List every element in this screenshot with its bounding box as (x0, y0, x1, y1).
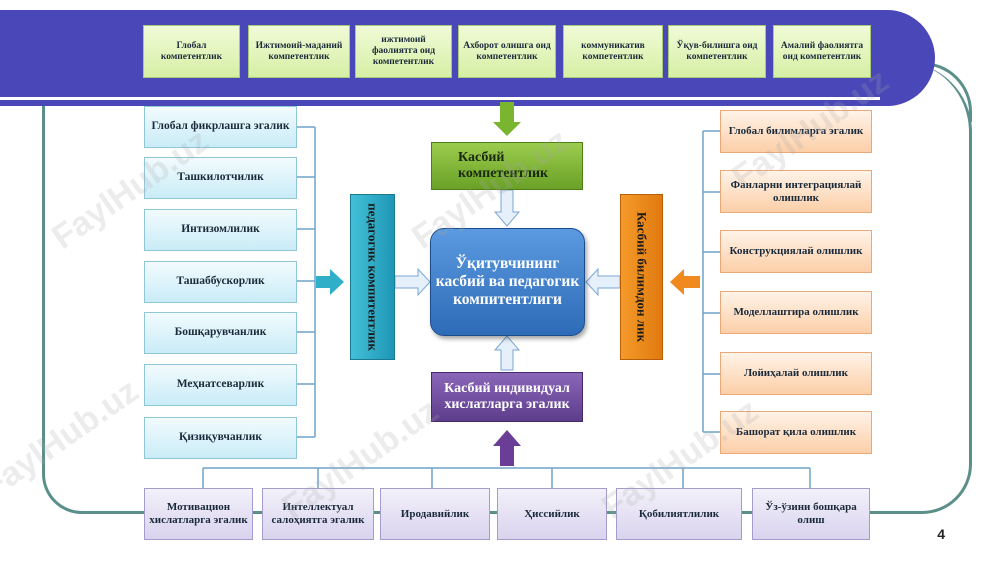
bottom-item-1: Мотивацион хислатларга эгалик (144, 488, 253, 540)
bottom-item-6: Ўз-ўзини бошқара олиш (752, 488, 870, 540)
right-item-4: Моделлаштира олишлик (720, 291, 872, 334)
top-competency-2: Ижтимоий-маданий компетентлик (248, 25, 350, 78)
header-banner-line (0, 97, 880, 100)
top-competency-5: коммуникатив компетентлик (563, 25, 663, 78)
top-competency-3: ижтимоий фаолиятга оид компетентлик (355, 25, 452, 78)
bottom-item-4: Ҳиссийлик (497, 488, 607, 540)
pedagogik-kompetentlik-label: педагогик компитентлик (365, 203, 381, 351)
top-competency-4: Ахборот олишга оид компетентлик (458, 25, 556, 78)
right-item-2: Фанларни интеграциялай олишлик (720, 170, 872, 213)
right-item-3: Конструкциялай олишлик (720, 230, 872, 273)
kasbiy-bilimdonlik-box: Касбий билимдон лик (620, 194, 663, 360)
center-title-box: Ўқитувчининг касбий ва педагогик компите… (430, 228, 585, 336)
top-competency-6: Ўқув-билишга оид компетентлик (668, 25, 766, 78)
green-arrow-down (493, 102, 521, 136)
kasbiy-individual-box: Касбий индивидуал хислатларга эгалик (431, 372, 583, 422)
left-item-7: Қизиқувчанлик (144, 417, 297, 459)
bottom-item-5: Қобилиятлилик (616, 488, 742, 540)
right-item-6: Башорат қила олишлик (720, 411, 872, 454)
left-item-6: Меҳнатсеварлик (144, 364, 297, 406)
bottom-item-3: Иродавийлик (380, 488, 490, 540)
left-item-2: Ташкилотчилик (144, 157, 297, 199)
left-item-4: Ташаббускорлик (144, 261, 297, 303)
left-item-5: Бошқарувчанлик (144, 312, 297, 354)
bottom-item-2: Интеллектуал салоҳиятга эгалик (262, 488, 374, 540)
kasbiy-kompetentlik-box: Касбий компетентлик (431, 142, 583, 190)
left-item-1: Глобал фикрлашга эгалик (144, 106, 297, 148)
pedagogik-kompetentlik-box: педагогик компитентлик (350, 194, 395, 360)
kasbiy-bilimdonlik-label: Касбий билимдон лик (634, 211, 650, 343)
top-competency-1: Глобал компетентлик (143, 25, 240, 78)
right-item-1: Глобал билимларга эгалик (720, 110, 872, 153)
top-competency-7: Амалий фаолиятга оид компетентлик (773, 25, 871, 78)
page-number: 4 (937, 526, 945, 542)
right-item-5: Лойиҳалай олишлик (720, 352, 872, 395)
left-item-3: Интизомлилик (144, 209, 297, 251)
